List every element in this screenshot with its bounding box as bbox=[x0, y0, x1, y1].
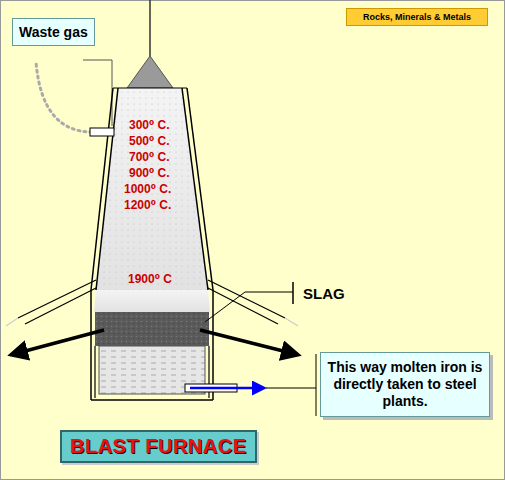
slag-label-box: SLAG bbox=[297, 282, 357, 305]
topic-tag: Rocks, Minerals & Metals bbox=[346, 8, 488, 26]
callout-box: This way molten iron is directly taken t… bbox=[320, 352, 490, 417]
temperature-label: 500⁰ C. bbox=[129, 134, 170, 148]
temperature-label: 1000⁰ C. bbox=[124, 182, 171, 196]
title-banner: BLAST FURNACE bbox=[60, 430, 257, 463]
waste-gas-box: Waste gas bbox=[12, 18, 95, 46]
node-text: SLAG bbox=[303, 285, 351, 302]
temperature-label: 700⁰ C. bbox=[129, 150, 170, 164]
node-text: Waste gas bbox=[19, 23, 88, 41]
node-text: This way molten iron is directly taken t… bbox=[327, 359, 483, 410]
temperature-label: 900⁰ C. bbox=[129, 166, 170, 180]
node-text: Rocks, Minerals & Metals bbox=[351, 12, 483, 22]
temperature-label: 1900⁰ C bbox=[128, 272, 172, 286]
temperature-label: 300⁰ C. bbox=[129, 118, 170, 132]
temperature-label: 1200⁰ C. bbox=[124, 198, 171, 212]
